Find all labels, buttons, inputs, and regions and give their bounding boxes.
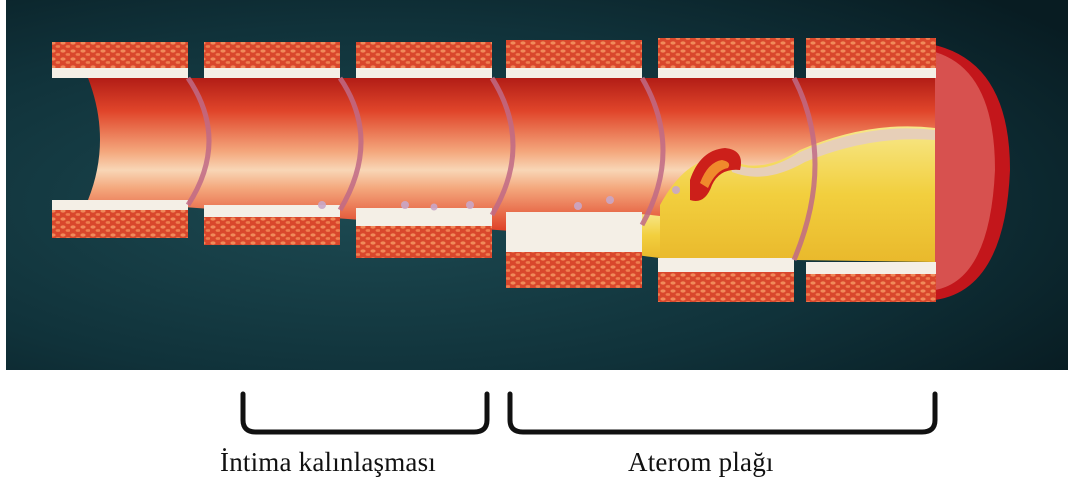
intima-bracket (238, 390, 492, 440)
artery-illustration (0, 0, 1074, 372)
plaque-bracket (505, 390, 940, 440)
intima-thickening-label: İntima kalınlaşması (220, 447, 436, 478)
atheroma-plaque-label: Aterom plağı (628, 447, 774, 478)
